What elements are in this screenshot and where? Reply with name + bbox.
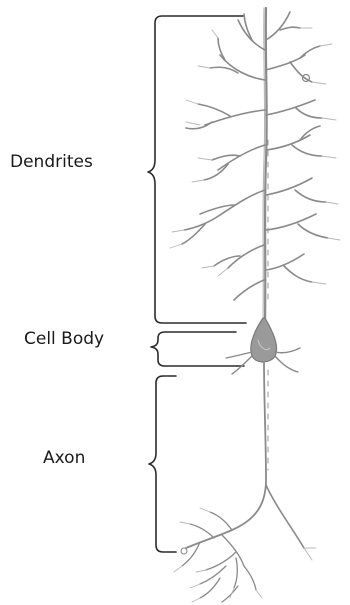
dendrites-bracket bbox=[148, 16, 246, 323]
cell-body-label: Cell Body bbox=[24, 329, 104, 349]
dendrites-label: Dendrites bbox=[10, 152, 93, 172]
cell-body-shape bbox=[251, 318, 277, 362]
axon-label: Axon bbox=[43, 448, 85, 468]
axon-bracket bbox=[149, 376, 176, 552]
neuron-icon bbox=[170, 8, 340, 602]
cell-body-bracket bbox=[151, 332, 244, 366]
